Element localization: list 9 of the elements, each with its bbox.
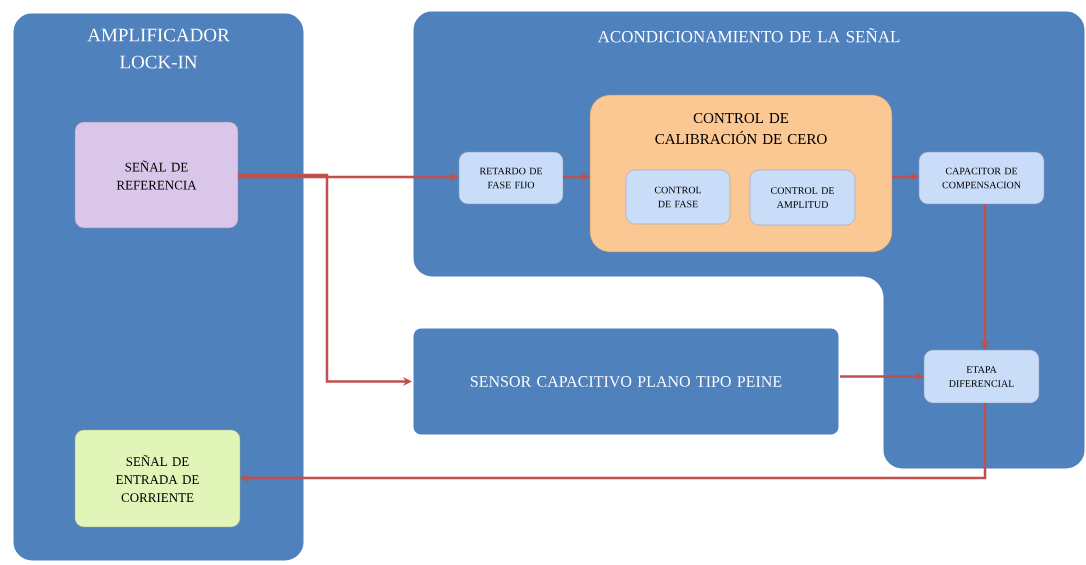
block-box: CONTROL DE AMPLITUD xyxy=(749,169,856,226)
block-box: SEÑAL DE ENTRADA DE CORRIENTE xyxy=(74,429,241,528)
block-box: RETARDO DE FASE FIJO xyxy=(458,151,564,205)
block-box: SENSOR CAPACITIVO PLANO TIPO PEINE xyxy=(410,325,842,438)
block-box: ETAPA DIFERENCIAL xyxy=(923,349,1040,404)
block-box: SEÑAL DE REFERENCIA xyxy=(74,121,239,229)
arrow xyxy=(240,403,987,483)
block-box: CONTROL DE FASE xyxy=(625,169,731,225)
block-box: CAPACITOR DE COMPENSACION xyxy=(918,151,1045,205)
